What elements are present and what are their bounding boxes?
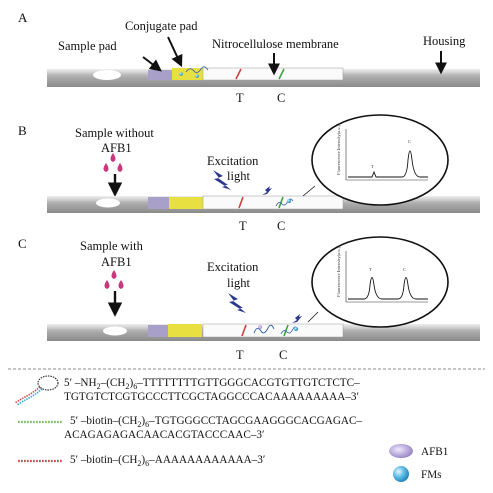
fm-bead-b bbox=[287, 199, 291, 203]
membrane-label: Nitrocellulose membrane bbox=[212, 37, 339, 51]
aptamer-icon bbox=[14, 375, 59, 406]
sample-drops-b bbox=[103, 153, 123, 172]
housing-label: Housing bbox=[423, 34, 466, 48]
sample-with-label-2: AFB1 bbox=[101, 255, 132, 269]
sample-pad-c bbox=[148, 325, 172, 337]
seq3-line1: 5′ –biotin–(CH2)6–AAAAAAAAAAAA–3′ bbox=[70, 454, 265, 468]
panel-c: C Sample with AFB1 Excitation light bbox=[18, 236, 480, 362]
sample-without-label-2: AFB1 bbox=[101, 141, 132, 155]
legend: 5′ –NH2–(CH2)6–TTTTTTTTGTTGGGCACGTGTTGTC… bbox=[14, 375, 448, 482]
test-line-label-a: T bbox=[236, 91, 244, 105]
seq2-line1: 5′ –biotin–(CH2)6–TGTGGGCCTAGCGAAGGGCACG… bbox=[70, 415, 362, 429]
conjugate-particles-a bbox=[185, 66, 209, 73]
test-line-b bbox=[238, 196, 244, 209]
seq1-line2: TGTGTCTCGTGCCCTTCGCTAGGCCCACAAAAAAAAA–3′ bbox=[64, 391, 359, 403]
sample-well-c bbox=[103, 326, 127, 336]
sample-well-a bbox=[93, 70, 121, 80]
conjugate-pad-arrow bbox=[167, 36, 183, 68]
sample-pad-a bbox=[148, 70, 188, 80]
excitation-label-b-2: light bbox=[227, 169, 250, 183]
lateral-flow-strip-a bbox=[47, 66, 480, 87]
fm-bead-c bbox=[294, 327, 298, 331]
conjugate-pad-a bbox=[172, 68, 212, 80]
sample-drops-c bbox=[104, 270, 124, 289]
excitation-bolt-c bbox=[228, 293, 246, 313]
sample-pad-b bbox=[148, 197, 174, 209]
lateral-flow-strip-c bbox=[47, 323, 480, 341]
conjugate-pad-b bbox=[169, 197, 203, 209]
seq1-line1: 5′ –NH2–(CH2)6–TTTTTTTTGTTGGGCACGTGTTGTC… bbox=[64, 377, 360, 391]
fms-legend-label: FMs bbox=[421, 469, 442, 481]
afb1-icon bbox=[389, 444, 413, 458]
membrane-c bbox=[202, 323, 344, 338]
inset-y-label-b: Fluorescence Intensity(a.u.) bbox=[336, 124, 341, 175]
fms-icon bbox=[393, 466, 409, 482]
test-line-a bbox=[235, 68, 242, 80]
inset-leader-b bbox=[302, 185, 316, 197]
excitation-label-c-1: Excitation bbox=[207, 260, 259, 274]
membrane-b bbox=[202, 195, 344, 210]
fluorescence-inset-b: Fluorescence Intensity(a.u.) T C bbox=[302, 114, 449, 206]
seq2-line2: ACAGAGAGACAACACGTACCCAAC–3′ bbox=[64, 429, 264, 441]
inset-peak-t-c: T bbox=[369, 267, 372, 272]
aptamer-complex-c bbox=[253, 324, 275, 334]
conjugate-pad-c bbox=[168, 324, 202, 337]
control-line-label-b: C bbox=[277, 219, 285, 233]
sample-pad-arrow bbox=[142, 56, 162, 72]
inset-peak-t-b: T bbox=[371, 164, 374, 169]
emission-bolt-c bbox=[292, 314, 302, 323]
panel-b: B Sample without AFB1 Excitation light T… bbox=[18, 114, 480, 233]
panel-c-letter: C bbox=[18, 236, 27, 251]
fluorescence-inset-c: Fluorescence Intensity(a.u.) T C bbox=[307, 236, 449, 328]
control-line-label-c: C bbox=[279, 348, 287, 362]
conjugate-pad-label: Conjugate pad bbox=[125, 19, 198, 33]
sample-without-label-1: Sample without bbox=[75, 126, 154, 140]
test-line-label-b: T bbox=[239, 219, 247, 233]
sample-pad-label: Sample pad bbox=[58, 39, 117, 53]
inset-trace-b bbox=[348, 150, 428, 178]
inset-peak-c-b: C bbox=[408, 139, 411, 144]
afb1-bound-c bbox=[258, 325, 262, 329]
excitation-bolt-b bbox=[213, 170, 231, 190]
afb1-legend-label: AFB1 bbox=[421, 446, 448, 458]
panel-a-letter: A bbox=[18, 10, 28, 25]
excitation-label-c-2: light bbox=[227, 276, 250, 290]
control-line-a bbox=[278, 68, 285, 80]
sample-with-label-1: Sample with bbox=[80, 239, 144, 253]
test-line-c bbox=[241, 324, 247, 337]
inset-leader-c bbox=[307, 311, 319, 323]
control-line-label-a: C bbox=[277, 91, 285, 105]
inset-y-label-c: Fluorescence Intensity(a.u.) bbox=[336, 246, 341, 297]
sample-well-b bbox=[96, 198, 120, 208]
panel-b-letter: B bbox=[18, 123, 27, 138]
inset-peak-c-c: C bbox=[403, 267, 406, 272]
emission-bolt-b bbox=[262, 186, 272, 195]
test-line-label-c: T bbox=[236, 348, 244, 362]
excitation-label-b-1: Excitation bbox=[207, 154, 259, 168]
inset-trace-c bbox=[348, 277, 428, 300]
panel-a: A Sample pad Conjugate pad Nitrocellulos… bbox=[18, 10, 480, 105]
